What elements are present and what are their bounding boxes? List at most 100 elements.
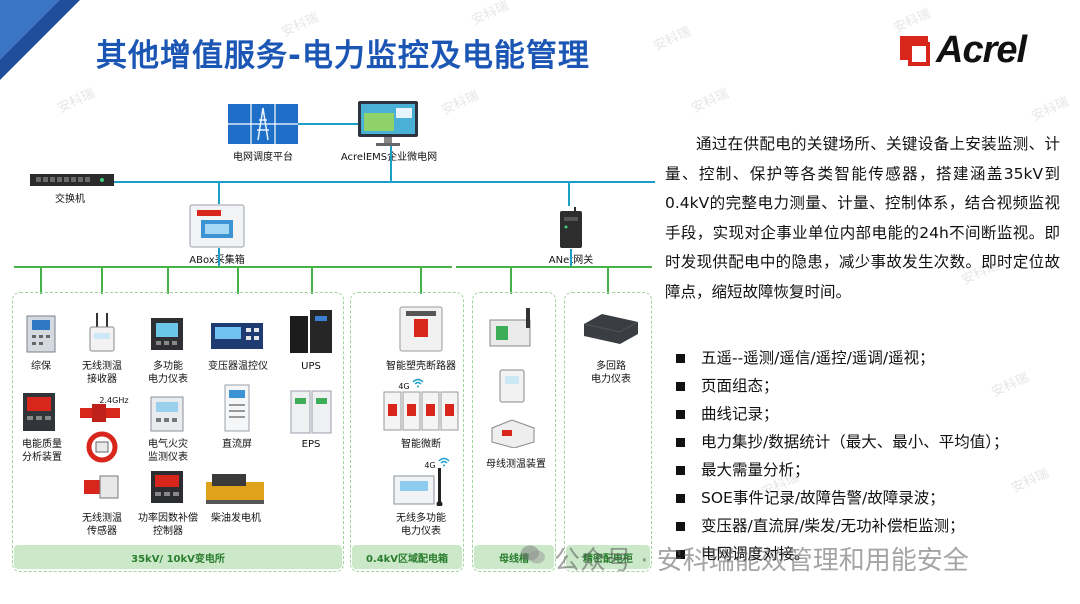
watermark: 安科瑞 [469,0,512,29]
drop-line [420,266,422,294]
bullet-icon [676,409,685,419]
wechat-overlay: 公众号 · 安科瑞能效管理和用能安全 [520,538,969,578]
drop-line [510,266,512,294]
ems-monitor-icon [356,99,420,147]
multi-circuit-label: 多回路 电力仪表 [591,361,631,385]
feature-item: 五遥--遥测/遥信/遥控/遥调/遥视； [676,344,1076,372]
bullet-icon [676,521,685,531]
bus-temp-label: 母线测温装置 [486,459,546,470]
link-line [298,123,358,125]
watermark: 安科瑞 [1029,94,1072,125]
micro-breaker-icon [382,390,460,432]
watermark: 安科瑞 [651,24,694,55]
watermark: 安科瑞 [439,88,482,119]
multi-meter-icon [150,317,184,351]
zone-busway [472,292,556,572]
description-paragraph: 通过在供配电的关键场所、关键设备上安装监测、计量、控制、保护等各类智能传感器，搭… [665,135,1060,301]
drop-line [167,266,169,294]
link-line [218,182,220,204]
zone-bus-line [456,266,652,268]
bullet-icon [676,381,685,391]
zone-cabinet-footer: 精密配电柜 [566,545,650,569]
wireless-temp-sensor-icon [82,472,122,502]
bullet-icon [676,353,685,363]
eps-icon [290,390,332,434]
drop-line [237,266,239,294]
link-line [568,182,570,206]
page-title: 其他增值服务-电力监控及电能管理 [96,38,590,74]
zone-substation-footer: 35kV/ 10kV变电所 [14,545,342,569]
watermark: 安科瑞 [689,86,732,117]
feature-item: 曲线记录； [676,400,1076,428]
acrel-logo-mark-icon [898,34,932,66]
anet-gateway-icon [558,207,584,249]
wireless-sensor-label: 无线测温 传感器 [82,513,122,537]
dc-panel-icon [224,384,250,432]
relay-label: 综保 [31,361,51,372]
wireless-clamp-icon [78,402,122,424]
bullet-icon [676,549,685,559]
wireless-meter-icon [392,468,450,506]
power-quality-label: 电能质量 分析装置 [22,439,62,463]
platform-label: 电网调度平台 [233,152,293,163]
diesel-generator-icon [204,470,266,506]
zone-distribution [350,292,464,572]
switch-icon [30,172,114,188]
multi-circuit-meter-icon [582,310,640,346]
diesel-label: 柴油发电机 [211,513,261,524]
feature-item: 变压器/直流屏/柴发/无功补偿柜监测； [676,512,1076,540]
breaker-label: 智能塑壳断路器 [386,361,456,372]
main-bus-line [112,181,655,183]
relay-protection-icon [26,315,56,353]
multi-meter-label: 多功能 电力仪表 [148,361,188,385]
transformer-temp-label: 变压器温控仪 [208,361,268,372]
zone-cabinet [564,292,652,572]
wireless-receiver-icon [86,313,118,353]
net-4g-label: 4G [424,461,436,470]
corner-decoration-inner [0,0,60,60]
zone-bus-line [14,266,452,268]
abox-cabinet-icon [189,204,245,248]
pf-controller-label: 功率因数补偿 控制器 [138,513,198,537]
frequency-label: 2.4GHz [99,396,129,405]
overlay-text: 公众号 · 安科瑞能效管理和用能安全 [554,545,969,576]
wifi-icon [412,378,424,388]
wireless-sensor-clip-icon [86,430,118,464]
acrel-logo: Acrel [898,28,1027,71]
transformer-temp-controller-icon [210,322,264,350]
abox-label: ABox采集箱 [189,255,245,266]
mccb-breaker-icon [398,305,444,353]
feature-item: 电力集抄/数据统计（最大、最小、平均值）； [676,428,1076,456]
link-line [570,249,572,267]
link-line [218,248,220,267]
fire-monitor-icon [150,396,184,432]
switch-label: 交换机 [55,194,85,205]
feature-item: 页面组态； [676,372,1076,400]
feature-item: SOE事件记录/故障告警/故障录波； [676,484,1076,512]
eps-label: EPS [301,439,321,450]
bullet-icon [676,437,685,447]
bus-temp-device-icon [488,418,538,448]
micro-breaker-label: 智能微断 [401,439,441,450]
zone-substation [12,292,344,572]
drop-line [311,266,313,294]
power-quality-analyzer-icon [22,392,56,432]
drop-line [101,266,103,294]
feature-item: 电网调度对接。 [676,540,1076,568]
zone-distribution-footer: 0.4kV区域配电箱 [352,545,462,569]
wireless-temp-label: 无线测温 接收器 [82,361,122,385]
ems-label: AcrelEMS企业微电网 [340,152,438,163]
fire-monitor-label: 电气火灾 监测仪表 [148,439,188,463]
video-wall-icon [228,104,298,144]
bus-sensor-icon [498,368,526,404]
wireless-meter-label: 无线多功能 电力仪表 [396,513,446,537]
feature-list: 五遥--遥测/遥信/遥控/遥调/遥视； 页面组态； 曲线记录； 电力集抄/数据统… [676,344,1076,568]
bullet-icon [676,493,685,503]
brand-name: Acrel [936,28,1027,71]
bus-clamp-icon [486,306,538,352]
feature-item: 最大需量分析； [676,456,1076,484]
drop-line [40,266,42,294]
link-line [390,146,392,182]
wifi-icon [438,457,450,467]
net-4g-label: 4G [398,382,410,391]
